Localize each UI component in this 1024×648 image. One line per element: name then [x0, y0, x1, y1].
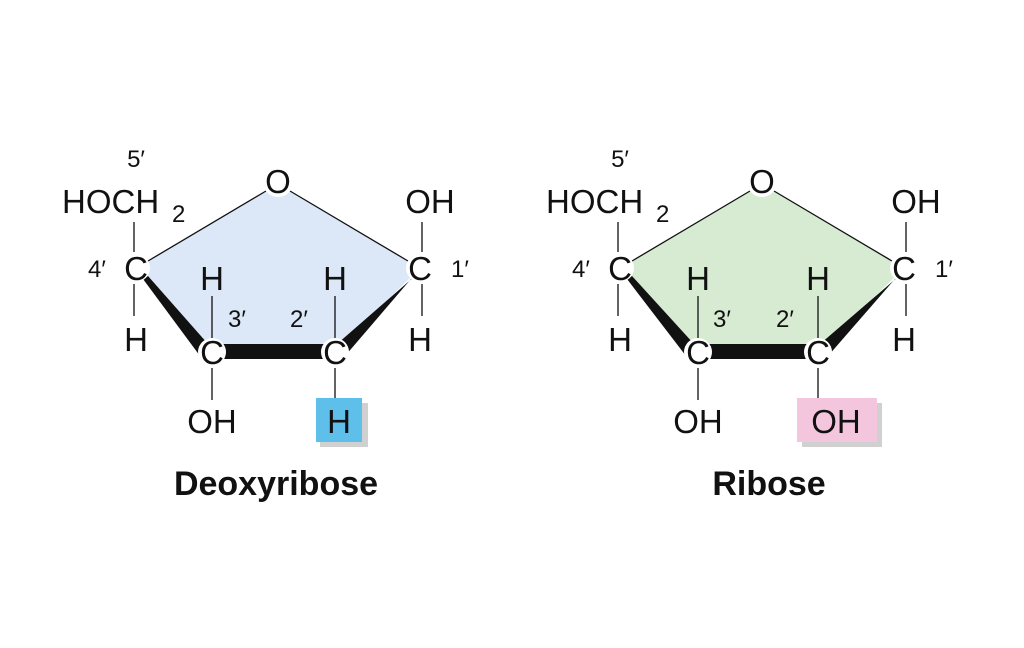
ribose-halo-o	[747, 167, 777, 197]
deoxyribose-molecule: O C C C C 5′ HOCH 2 4′ H H 3′ OH H 2′ H …	[62, 146, 469, 503]
ribose-halo-c2	[804, 338, 832, 366]
ribose-c4-h: H	[608, 321, 632, 358]
deoxyribose-ring-oxygen: O	[265, 163, 291, 200]
ribose-c3-label: 3′	[713, 306, 731, 333]
deoxyribose-c4-carbon: C	[124, 250, 148, 287]
ribose-bold-bond-c3-c2	[708, 344, 808, 359]
ribose-c2-label: 2′	[776, 306, 794, 333]
deoxyribose-c2-down-h: H	[327, 403, 351, 440]
deoxyribose-halo-o	[263, 167, 293, 197]
deoxyribose-c2-carbon: C	[323, 334, 347, 371]
deoxyribose-2-prime-highlight	[316, 398, 362, 442]
ribose-c3-down-oh: OH	[673, 403, 723, 440]
ribose-bond-o-c1	[773, 190, 893, 262]
deoxyribose-c3-down-oh: OH	[187, 403, 237, 440]
deoxyribose-c3-carbon: C	[200, 334, 224, 371]
deoxyribose-c5-label: 5′	[127, 146, 145, 173]
deoxyribose-bond-o-c1	[289, 190, 409, 262]
ribose-c5-subscript: 2	[656, 201, 669, 228]
ribose-wedge-c4-c3	[627, 276, 694, 356]
ribose-halo-c1	[890, 254, 918, 282]
ribose-title: Ribose	[712, 465, 825, 503]
ribose-molecule: O C C C C 5′ HOCH 2 4′ H H 3′ OH H 2′ OH…	[546, 146, 953, 503]
deoxyribose-title: Deoxyribose	[174, 465, 378, 503]
ribose-halo-c4	[606, 254, 634, 282]
ribose-c1-up-oh: OH	[891, 183, 941, 220]
deoxyribose-c5-subscript: 2	[172, 201, 185, 228]
ribose-c2-up-h: H	[806, 260, 830, 297]
deoxyribose-halo-c1	[406, 254, 434, 282]
deoxyribose-c4-h: H	[124, 321, 148, 358]
ribose-c1-carbon: C	[892, 250, 916, 287]
deoxyribose-c4-label: 4′	[88, 256, 106, 283]
deoxyribose-c3-up-h: H	[200, 260, 224, 297]
ribose-bond-o-c4	[631, 190, 751, 262]
ribose-c3-up-h: H	[686, 260, 710, 297]
deoxyribose-c2-up-h: H	[323, 260, 347, 297]
deoxyribose-c5-group: HOCH	[62, 183, 159, 220]
ribose-c2-carbon: C	[806, 334, 830, 371]
deoxyribose-halo-c4	[122, 254, 150, 282]
deoxyribose-wedge-c4-c3	[143, 276, 208, 356]
ribose-c3-carbon: C	[686, 334, 710, 371]
ribose-wedge-c1-c2	[820, 276, 899, 356]
ribose-c5-label: 5′	[611, 146, 629, 173]
ribose-c4-label: 4′	[572, 256, 590, 283]
deoxyribose-bond-o-c4	[147, 190, 267, 262]
ribose-c1-down-h: H	[892, 321, 916, 358]
ribose-c5-group: HOCH	[546, 183, 643, 220]
ribose-halo-c3	[684, 338, 712, 366]
deoxyribose-c2-label: 2′	[290, 306, 308, 333]
deoxyribose-wedge-c1-c2	[337, 276, 415, 356]
ribose-c2-down-oh: OH	[811, 403, 861, 440]
ribose-2-prime-highlight	[797, 398, 877, 442]
ribose-ring-oxygen: O	[749, 163, 775, 200]
deoxyribose-halo-c2	[321, 338, 349, 366]
deoxyribose-c1-down-h: H	[408, 321, 432, 358]
deoxyribose-halo-c3	[198, 338, 226, 366]
deoxyribose-c1-up-oh: OH	[405, 183, 455, 220]
ribose-c1-label: 1′	[935, 256, 953, 283]
ribose-c4-carbon: C	[608, 250, 632, 287]
deoxyribose-c1-carbon: C	[408, 250, 432, 287]
deoxyribose-c1-label: 1′	[451, 256, 469, 283]
deoxyribose-c3-label: 3′	[228, 306, 246, 333]
deoxyribose-bold-bond-c3-c2	[222, 344, 324, 359]
